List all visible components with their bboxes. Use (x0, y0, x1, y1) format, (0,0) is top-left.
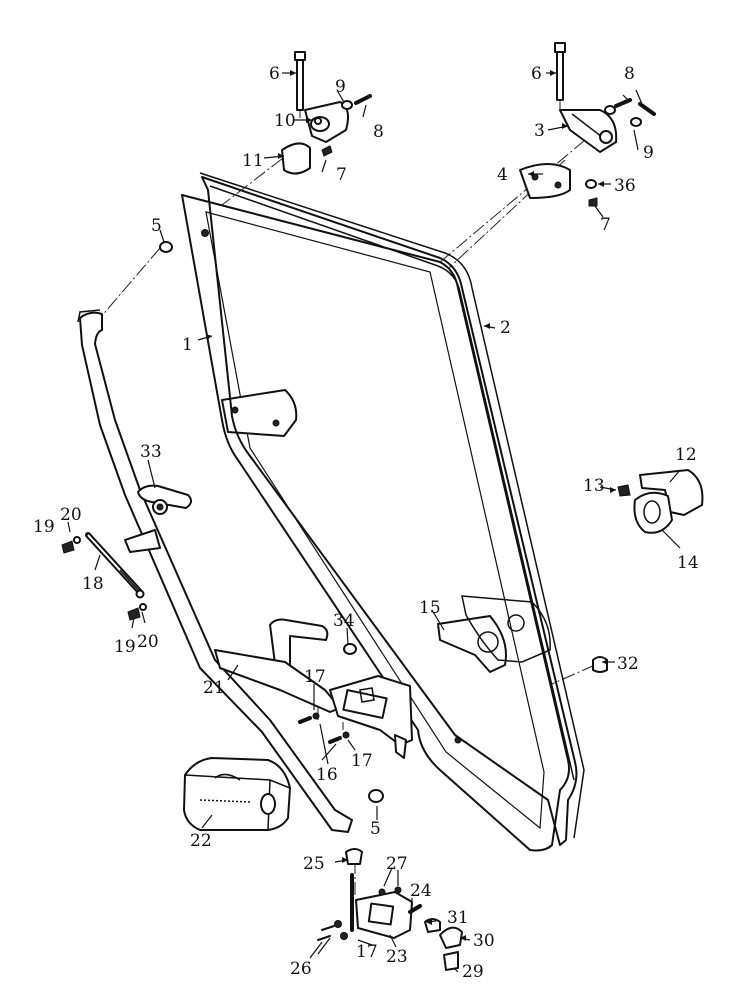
callout-labels: 1 2 3 4 5 5 6 6 7 7 8 8 9 9 10 11 12 13 … (33, 64, 699, 982)
callout-18: 18 (82, 574, 104, 594)
callout-1: 1 (182, 335, 193, 355)
bracket-33 (137, 484, 192, 515)
callout-7-right: 7 (600, 215, 611, 235)
callout-34: 34 (333, 611, 355, 631)
bumper-32 (592, 656, 608, 673)
callout-32: 32 (617, 654, 639, 674)
callout-21: 21 (203, 678, 225, 698)
callout-17-a: 17 (304, 667, 326, 687)
washer-34 (343, 643, 357, 655)
callout-9-left: 9 (335, 77, 346, 97)
handle-cover (183, 757, 291, 831)
callout-8-right: 8 (624, 64, 635, 84)
callout-16: 16 (316, 765, 338, 785)
callout-22: 22 (190, 831, 212, 851)
callout-4: 4 (497, 165, 508, 185)
handrail-tube (77, 309, 353, 833)
callout-33: 33 (140, 442, 162, 462)
callout-36: 36 (614, 176, 636, 196)
strut-fittings (61, 536, 147, 621)
washer-top (159, 241, 173, 253)
callout-24: 24 (410, 881, 432, 901)
callout-17-c: 17 (356, 942, 378, 962)
washer-bottom (368, 789, 384, 803)
callout-10: 10 (274, 111, 296, 131)
leader-lines (67, 72, 681, 973)
callout-5-top: 5 (151, 216, 162, 236)
upper-hinge-left (281, 51, 372, 175)
callout-23: 23 (386, 947, 408, 967)
callout-13: 13 (583, 476, 605, 496)
glass-panel-front (181, 194, 570, 852)
arrowheads (206, 70, 616, 941)
gas-strut (85, 532, 145, 599)
callout-25: 25 (303, 854, 325, 874)
callout-26: 26 (290, 959, 312, 979)
seal-frame-rear (199, 172, 585, 846)
callout-3: 3 (534, 121, 545, 141)
callout-2: 2 (500, 318, 511, 338)
latch-striker (617, 469, 704, 534)
callout-12: 12 (675, 445, 697, 465)
callout-5-bottom: 5 (370, 819, 381, 839)
screws-16-17 (298, 712, 350, 744)
callout-7-left: 7 (336, 165, 347, 185)
callout-17-b: 17 (351, 751, 373, 771)
callout-19-b: 19 (114, 637, 136, 657)
callout-14: 14 (677, 553, 699, 573)
door-latch (329, 675, 413, 759)
callout-27: 27 (386, 854, 408, 874)
callout-11: 11 (242, 151, 264, 171)
callout-8-left: 8 (373, 122, 384, 142)
callout-19-a: 19 (33, 517, 55, 537)
callout-15: 15 (419, 598, 441, 618)
callout-20-a: 20 (60, 505, 82, 525)
callout-31: 31 (447, 908, 469, 928)
callout-20-b: 20 (137, 632, 159, 652)
callout-29: 29 (462, 962, 484, 982)
callout-6-right: 6 (531, 64, 542, 84)
lower-hinge (317, 848, 463, 971)
callout-30: 30 (473, 931, 495, 951)
latch-plate (437, 595, 551, 673)
callout-6-left: 6 (269, 64, 280, 84)
callout-9-right: 9 (643, 143, 654, 163)
